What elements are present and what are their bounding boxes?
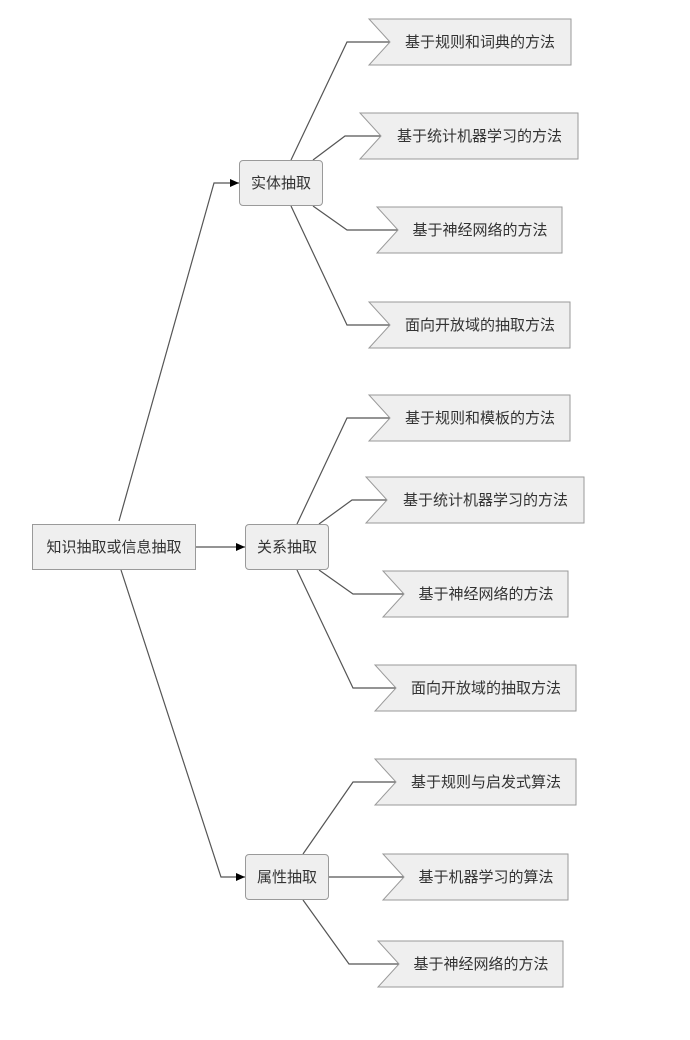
root-node: 知识抽取或信息抽取 bbox=[32, 524, 196, 570]
method-node-label: 基于神经网络的方法 bbox=[412, 221, 547, 239]
edge-root-attribute bbox=[120, 569, 245, 881]
category-node-attribute-extraction: 属性抽取 bbox=[245, 854, 329, 900]
method-node-label: 基于规则和模板的方法 bbox=[405, 409, 555, 427]
method-node: 基于统计机器学习的方法 bbox=[364, 476, 585, 524]
method-node-label: 基于机器学习的算法 bbox=[418, 868, 553, 886]
edge-entity-m1 bbox=[290, 41, 390, 161]
method-node: 基于神经网络的方法 bbox=[375, 206, 563, 254]
method-node-label: 基于规则和词典的方法 bbox=[405, 33, 555, 51]
method-node: 基于机器学习的算法 bbox=[381, 853, 569, 901]
category-node-label: 属性抽取 bbox=[256, 867, 317, 886]
method-node: 面向开放域的抽取方法 bbox=[367, 301, 571, 349]
method-node-shape bbox=[367, 394, 571, 442]
method-node-shape bbox=[376, 940, 564, 988]
edge-attribute-m1 bbox=[302, 781, 396, 855]
method-node-shape bbox=[367, 301, 571, 349]
method-node-shape bbox=[381, 570, 569, 618]
edge-attribute-m3 bbox=[302, 899, 399, 965]
edge-relation-m1 bbox=[296, 417, 390, 525]
method-node-label: 面向开放域的抽取方法 bbox=[411, 679, 561, 697]
method-node-label: 基于统计机器学习的方法 bbox=[403, 491, 568, 509]
category-node-label: 关系抽取 bbox=[256, 537, 317, 556]
method-node-shape bbox=[358, 112, 579, 160]
method-node-label: 基于统计机器学习的方法 bbox=[397, 127, 562, 145]
method-node: 基于规则和词典的方法 bbox=[367, 18, 572, 66]
category-node-entity-extraction: 实体抽取 bbox=[239, 160, 323, 206]
edge-root-entity bbox=[118, 179, 239, 522]
method-node: 基于神经网络的方法 bbox=[376, 940, 564, 988]
method-node-shape bbox=[375, 206, 563, 254]
method-node-shape bbox=[373, 664, 577, 712]
category-node-relation-extraction: 关系抽取 bbox=[245, 524, 329, 570]
method-node-shape bbox=[381, 853, 569, 901]
edge-relation-m4 bbox=[296, 569, 396, 689]
method-node-label: 基于神经网络的方法 bbox=[413, 955, 548, 973]
method-node-shape bbox=[373, 758, 577, 806]
method-node-shape bbox=[364, 476, 585, 524]
root-node-label: 知识抽取或信息抽取 bbox=[46, 537, 182, 556]
method-node-label: 基于神经网络的方法 bbox=[418, 585, 553, 603]
method-node: 基于统计机器学习的方法 bbox=[358, 112, 579, 160]
method-node: 基于规则与启发式算法 bbox=[373, 758, 577, 806]
method-node-label: 基于规则与启发式算法 bbox=[411, 773, 561, 791]
method-node: 基于规则和模板的方法 bbox=[367, 394, 571, 442]
method-node-label: 面向开放域的抽取方法 bbox=[405, 316, 555, 334]
method-node-shape bbox=[367, 18, 572, 66]
edge-entity-m2 bbox=[312, 135, 381, 161]
edge-entity-m4 bbox=[290, 205, 390, 326]
method-node: 面向开放域的抽取方法 bbox=[373, 664, 577, 712]
method-node: 基于神经网络的方法 bbox=[381, 570, 569, 618]
edge-relation-m3 bbox=[318, 569, 404, 595]
edge-relation-m2 bbox=[318, 499, 387, 525]
category-node-label: 实体抽取 bbox=[250, 173, 311, 192]
edge-entity-m3 bbox=[312, 205, 398, 231]
